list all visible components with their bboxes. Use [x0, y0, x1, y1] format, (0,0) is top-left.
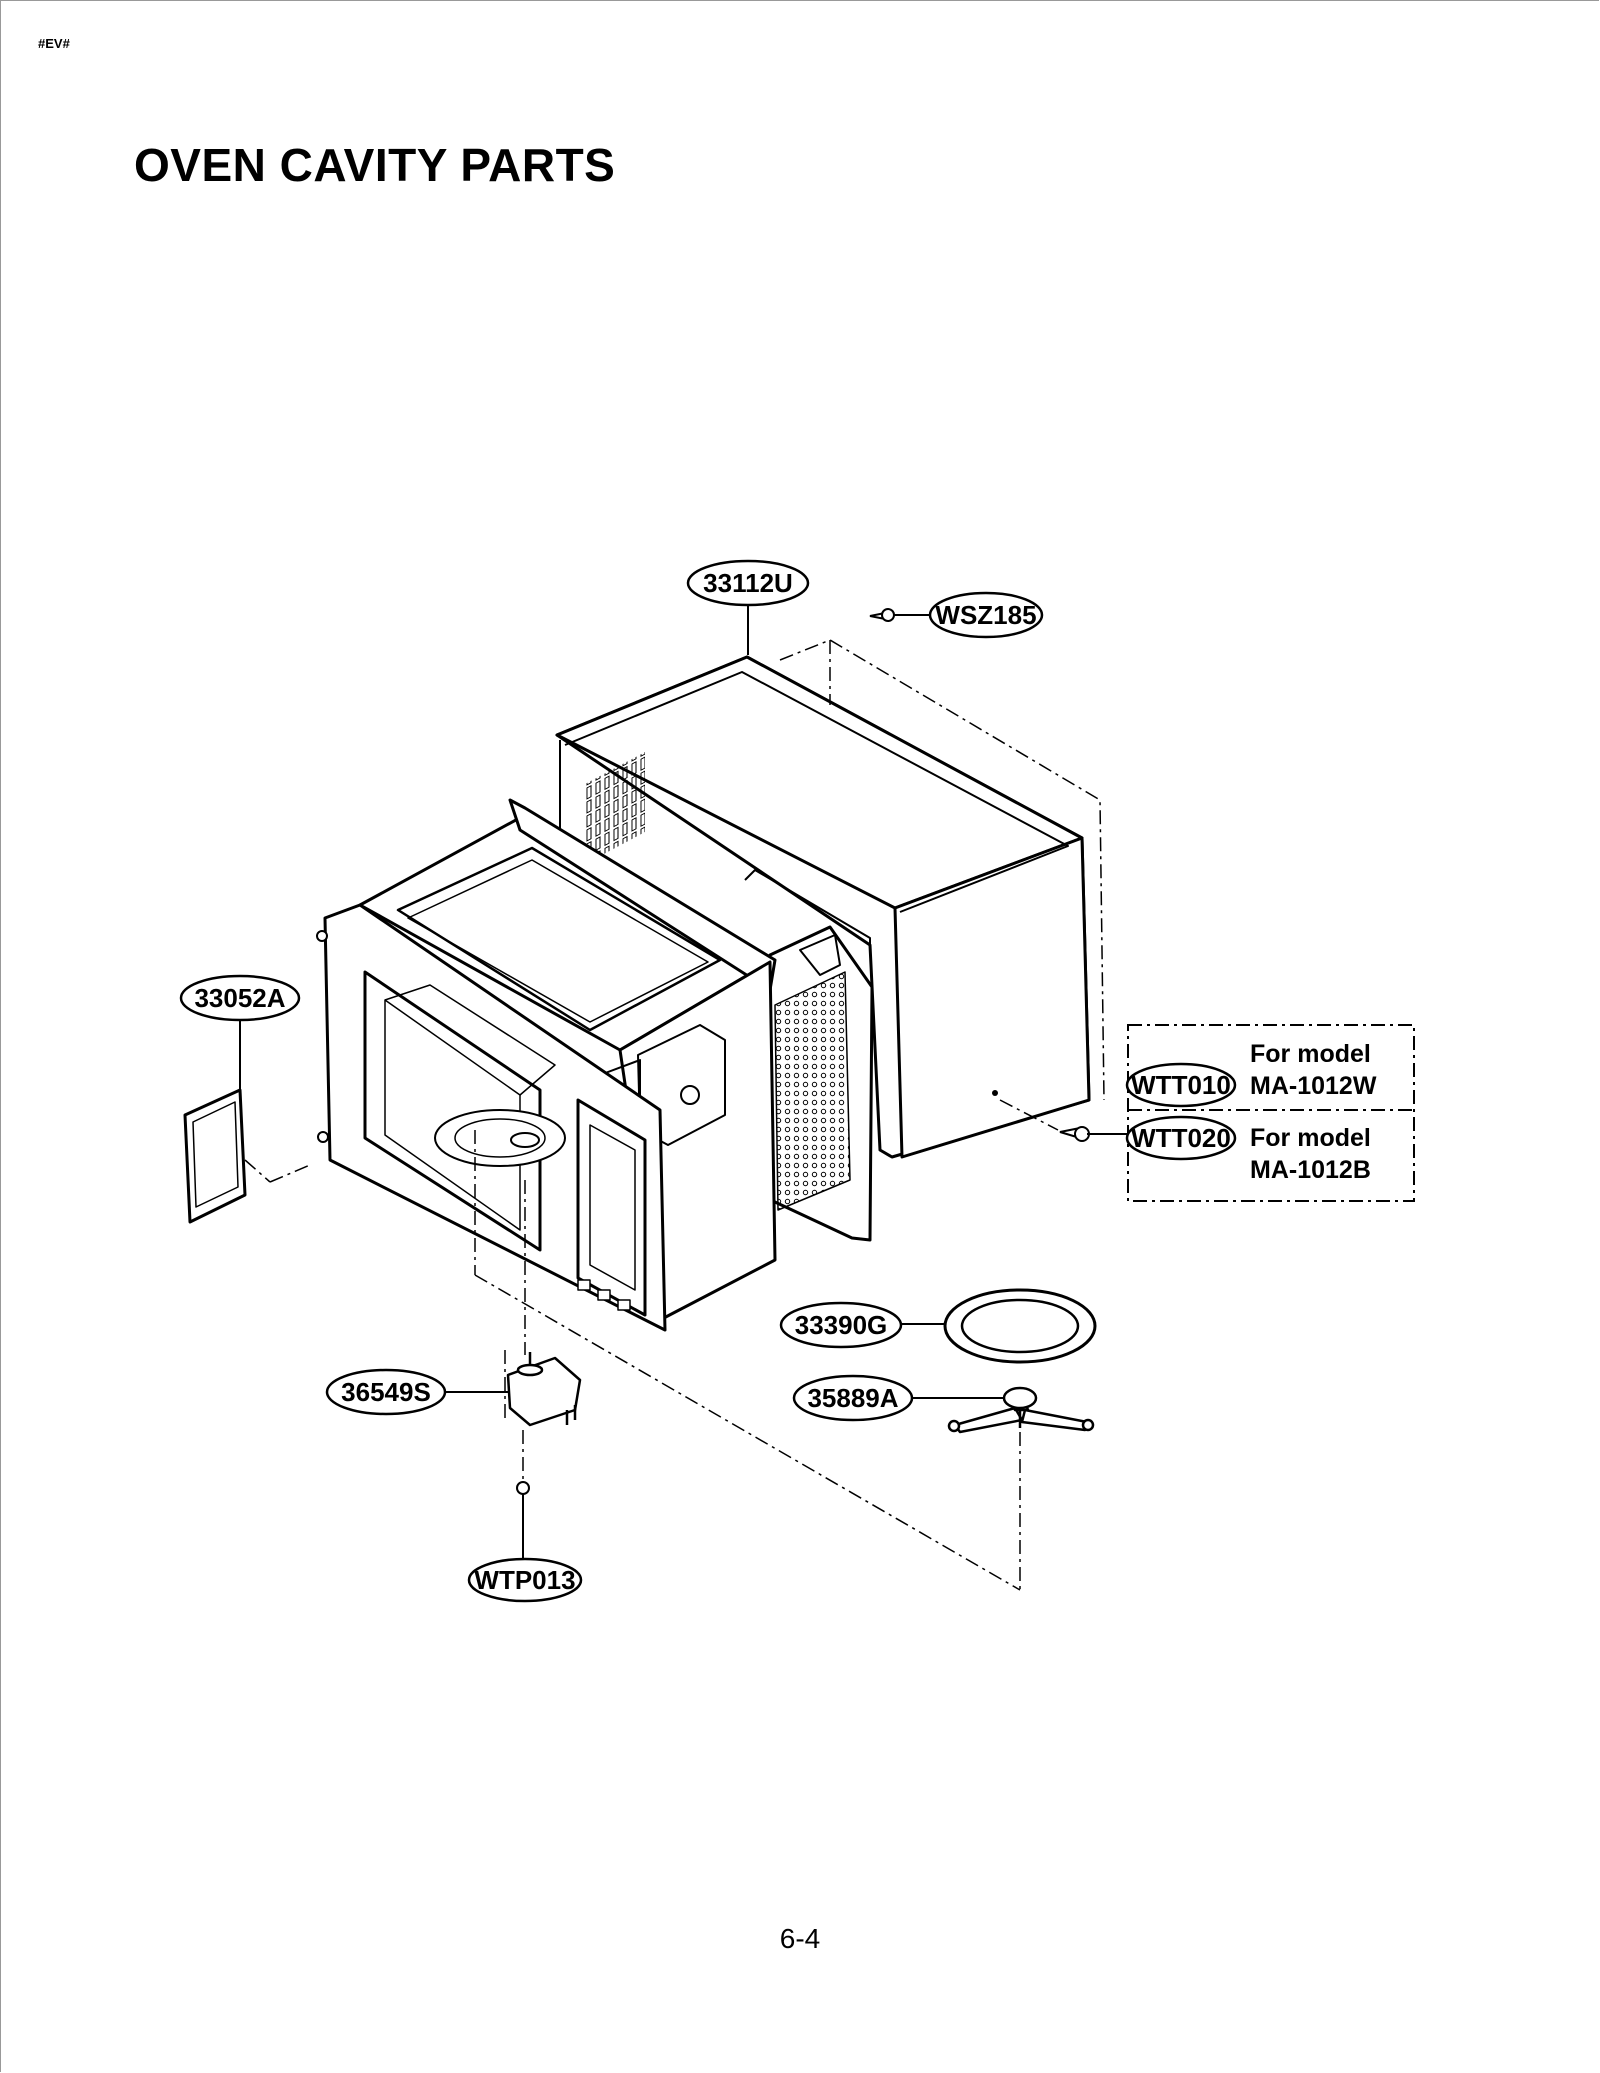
glass-tray-part: [943, 1288, 1097, 1364]
callout-33390g: 33390G: [779, 1301, 903, 1349]
page-title: OVEN CAVITY PARTS: [134, 139, 616, 191]
label-wtt010: WTT010: [1131, 1070, 1231, 1100]
callout-33112u: 33112U: [686, 559, 810, 607]
oven-cavity: [316, 798, 777, 1332]
cover-plate-part: [183, 1088, 247, 1224]
rear-vent-panel: [758, 925, 874, 1242]
page-number: 6-4: [779, 1923, 821, 1954]
label-wsz185: WSZ185: [935, 600, 1036, 630]
label-33390g: 33390G: [795, 1310, 888, 1340]
label-35889a: 35889A: [807, 1383, 898, 1413]
callout-wsz185: WSZ185: [928, 591, 1044, 639]
screw-wtp013: [516, 1481, 530, 1514]
label-wtp013: WTP013: [474, 1565, 575, 1595]
callout-wtp013: WTP013: [467, 1557, 583, 1603]
screw-wsz185: [869, 608, 895, 622]
note-for-model-2: For model: [1250, 1124, 1371, 1152]
roller-ring-part: [947, 1386, 1095, 1434]
note-for-model-1: For model: [1250, 1040, 1371, 1068]
callout-35889a: 35889A: [792, 1374, 914, 1422]
screw-wtt: [1059, 1126, 1090, 1142]
cabinet-vent-slots: [585, 752, 645, 864]
note-model-2: MA-1012B: [1250, 1156, 1371, 1184]
label-33052a: 33052A: [194, 983, 285, 1013]
model-note-box: [1127, 1024, 1415, 1202]
callout-wtt020: WTT020: [1125, 1115, 1237, 1161]
label-33112u: 33112U: [703, 568, 793, 598]
assembly-lines: [244, 639, 1105, 1591]
outer-cabinet: [555, 655, 1091, 1159]
turntable-motor-part: [506, 1352, 582, 1427]
callout-wtt010: WTT010: [1125, 1062, 1237, 1108]
document-code: #EV#: [38, 36, 70, 51]
leader-lines: [239, 605, 1128, 1560]
label-wtt020: WTT020: [1131, 1123, 1231, 1153]
callout-36549s: 36549S: [325, 1368, 447, 1416]
label-36549s: 36549S: [341, 1377, 431, 1407]
note-model-1: MA-1012W: [1250, 1072, 1377, 1100]
callout-33052a: 33052A: [179, 974, 301, 1022]
